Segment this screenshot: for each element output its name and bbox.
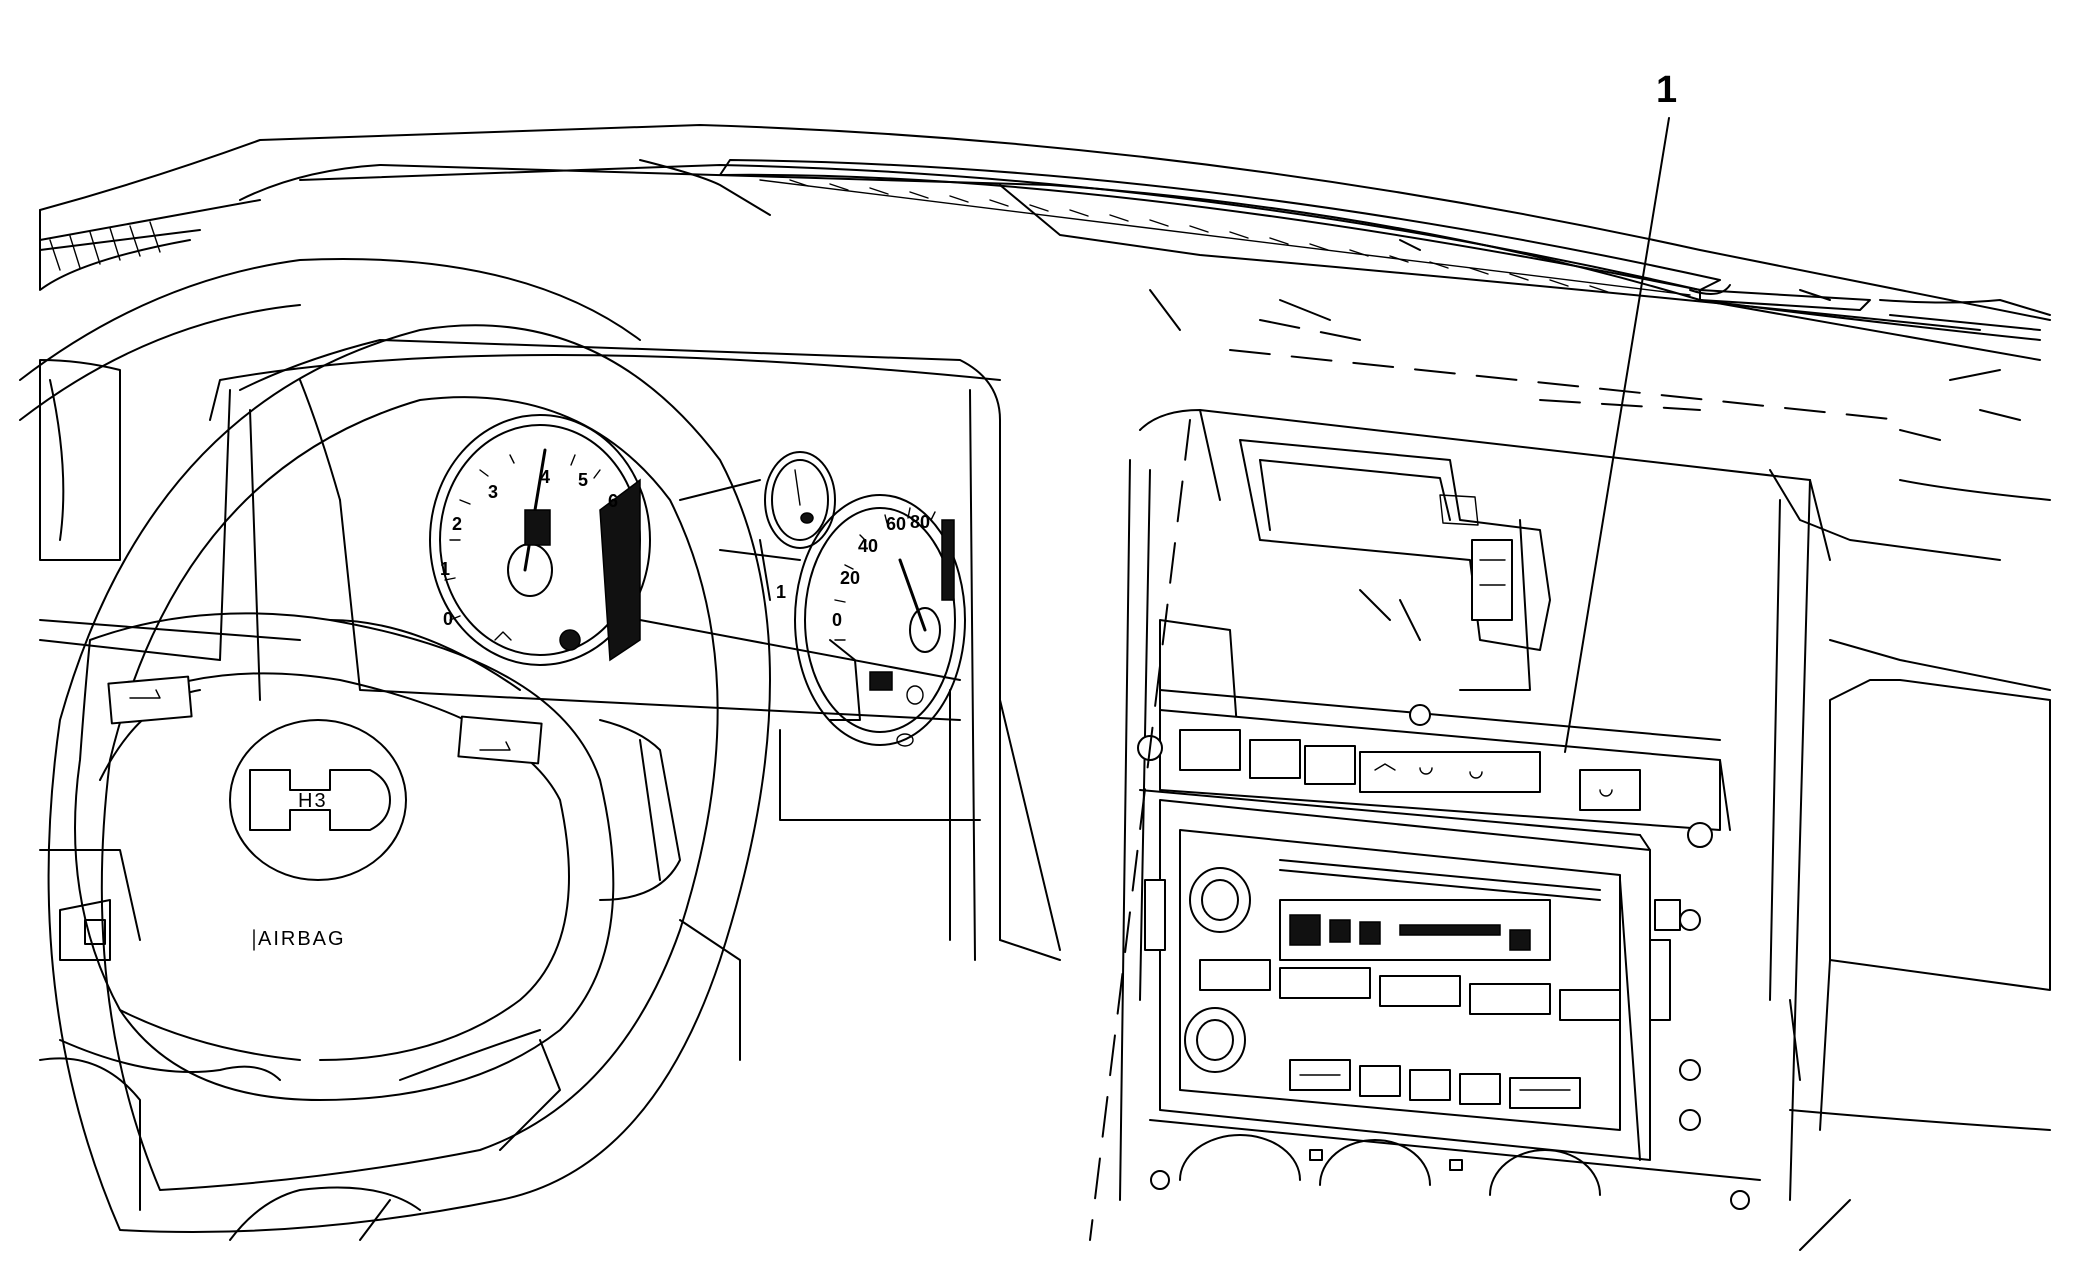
tach-tick-3: 3 — [488, 482, 498, 502]
hidden-lines — [1089, 319, 1901, 1241]
callout-1: 1 — [1564, 69, 1677, 753]
speedo-tick-60: 60 — [886, 514, 906, 534]
right-side-panel — [1769, 409, 2051, 1251]
tachometer: 0 1 2 3 4 5 6 — [429, 414, 651, 666]
speedo-tick-80: 80 — [910, 512, 930, 532]
tach-tick-4: 4 — [540, 467, 550, 487]
dashboard-top — [39, 124, 2051, 381]
speedometer: 0 20 40 60 80 — [794, 494, 966, 747]
instrument-cluster — [209, 339, 1061, 961]
speedo-tick-40: 40 — [858, 536, 878, 556]
tach-tick-6: 6 — [608, 491, 618, 511]
center-stack — [1119, 409, 1831, 1210]
tach-tick-2: 2 — [452, 514, 462, 534]
tach-tick-5: 5 — [578, 470, 588, 490]
speedo-tick-20: 20 — [840, 568, 860, 588]
fuel-gauge: 1 — [759, 451, 836, 602]
airbag-label: AIRBAG — [258, 928, 346, 950]
emblem-text: H3 — [298, 790, 328, 812]
fuel-tick-1: 1 — [776, 582, 786, 602]
speedo-tick-0: 0 — [832, 610, 842, 630]
left-side-panel — [39, 209, 301, 961]
tach-tick-0: 0 — [443, 609, 453, 629]
steering-wheel: H3 AIRBAG — [19, 258, 801, 1241]
callout-number: 1 — [1656, 69, 1677, 111]
tach-tick-1: 1 — [440, 559, 450, 579]
defroster-vent — [719, 159, 2051, 331]
